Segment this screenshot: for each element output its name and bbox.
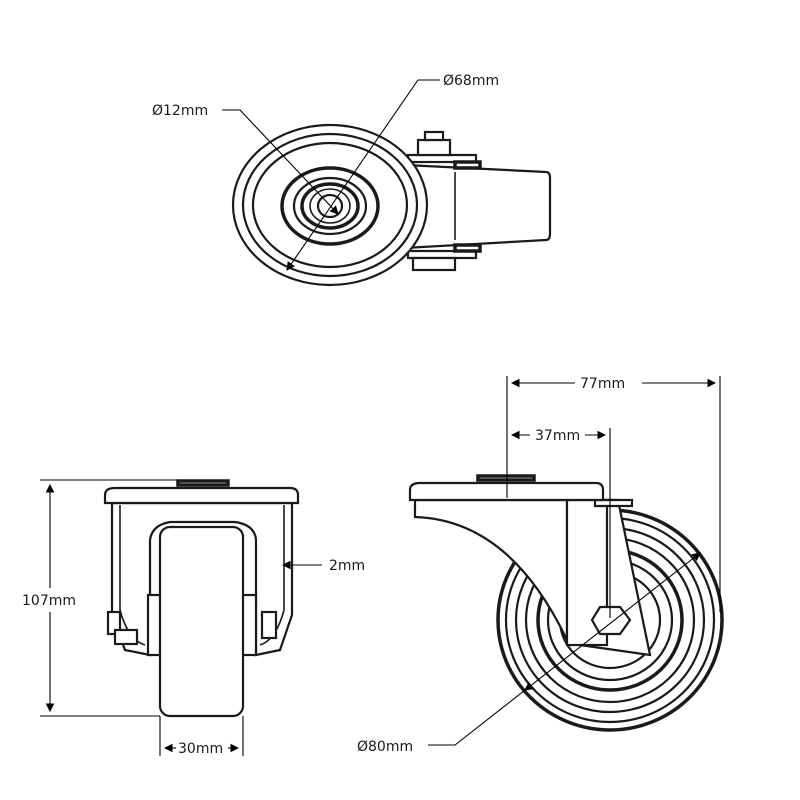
top-bracket [403,130,552,272]
hub-bore-leader [222,109,339,215]
hub-bore-label: Ø12mm [152,103,208,119]
wheel-top-diameter-label: Ø68mm [443,73,499,89]
wheel-diameter-label: Ø80mm [357,739,413,755]
offset-label: 37mm [535,428,580,444]
wheel-width-label: 30mm [178,741,223,757]
top-view: Ø12mm Ø68mm [152,73,552,287]
bracket-thickness-label: 2mm [329,558,365,574]
side-view: 77mm 37mm Ø80mm [357,376,724,755]
height-label: 107mm [22,593,76,609]
overall-length-label: 77mm [580,376,625,392]
wheel-top-leader [286,79,440,271]
front-view: 107mm 30mm 2mm [22,479,365,757]
